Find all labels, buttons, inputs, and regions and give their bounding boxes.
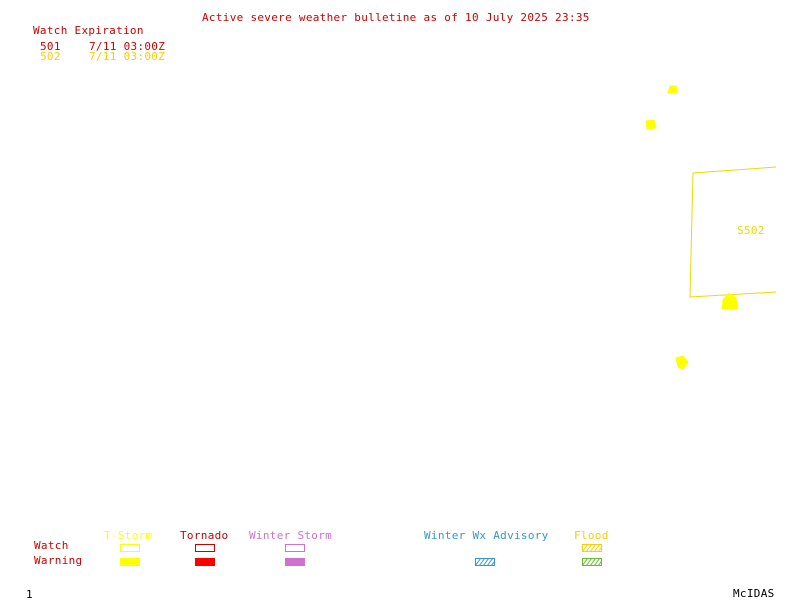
watch-expires-502: 7/11 03:00Z (89, 50, 166, 63)
legend-tstorm-label: T-Storm (104, 529, 153, 542)
warning-polygon-4[interactable] (675, 355, 689, 370)
watch-id-501: 501 (40, 40, 61, 53)
frame-number: 1 (26, 588, 33, 601)
legend-flood-watch-swatch (582, 544, 602, 552)
watch-expiration-heading: Watch Expiration (33, 24, 144, 37)
legend-tstorm-warning-swatch (120, 558, 140, 566)
legend-flood-label: Flood (574, 529, 609, 542)
legend-tornado-warning-swatch (195, 558, 215, 566)
legend-tstorm-watch-swatch (120, 544, 140, 552)
watch-expires-501: 7/11 03:00Z (89, 40, 166, 53)
legend-winter-storm-warning-swatch (285, 558, 305, 566)
legend-winter-storm-watch-swatch (285, 544, 305, 552)
watch-502-label: S502 (737, 224, 765, 237)
legend-winter-wx-advisory-label: Winter Wx Advisory (424, 529, 549, 542)
legend-flood-warning-swatch (582, 558, 602, 566)
warning-polygon-2[interactable] (645, 119, 657, 130)
brand-label: McIDAS (733, 587, 775, 600)
legend-tornado-watch-swatch (195, 544, 215, 552)
warning-polygon-3[interactable] (721, 292, 739, 310)
legend-row-warning: Warning (34, 554, 83, 567)
legend-winter-storm-label: Winter Storm (249, 529, 333, 542)
watch-id-502: 502 (40, 50, 61, 63)
page-title: Active severe weather bulletine as of 10… (202, 11, 590, 24)
legend-row-watch: Watch (34, 539, 69, 552)
watch-502-outline[interactable] (689, 166, 777, 298)
legend-tornado-label: Tornado (180, 529, 229, 542)
warning-polygon-1[interactable] (667, 85, 679, 94)
legend-winter-wx-advisory-swatch (475, 558, 495, 566)
